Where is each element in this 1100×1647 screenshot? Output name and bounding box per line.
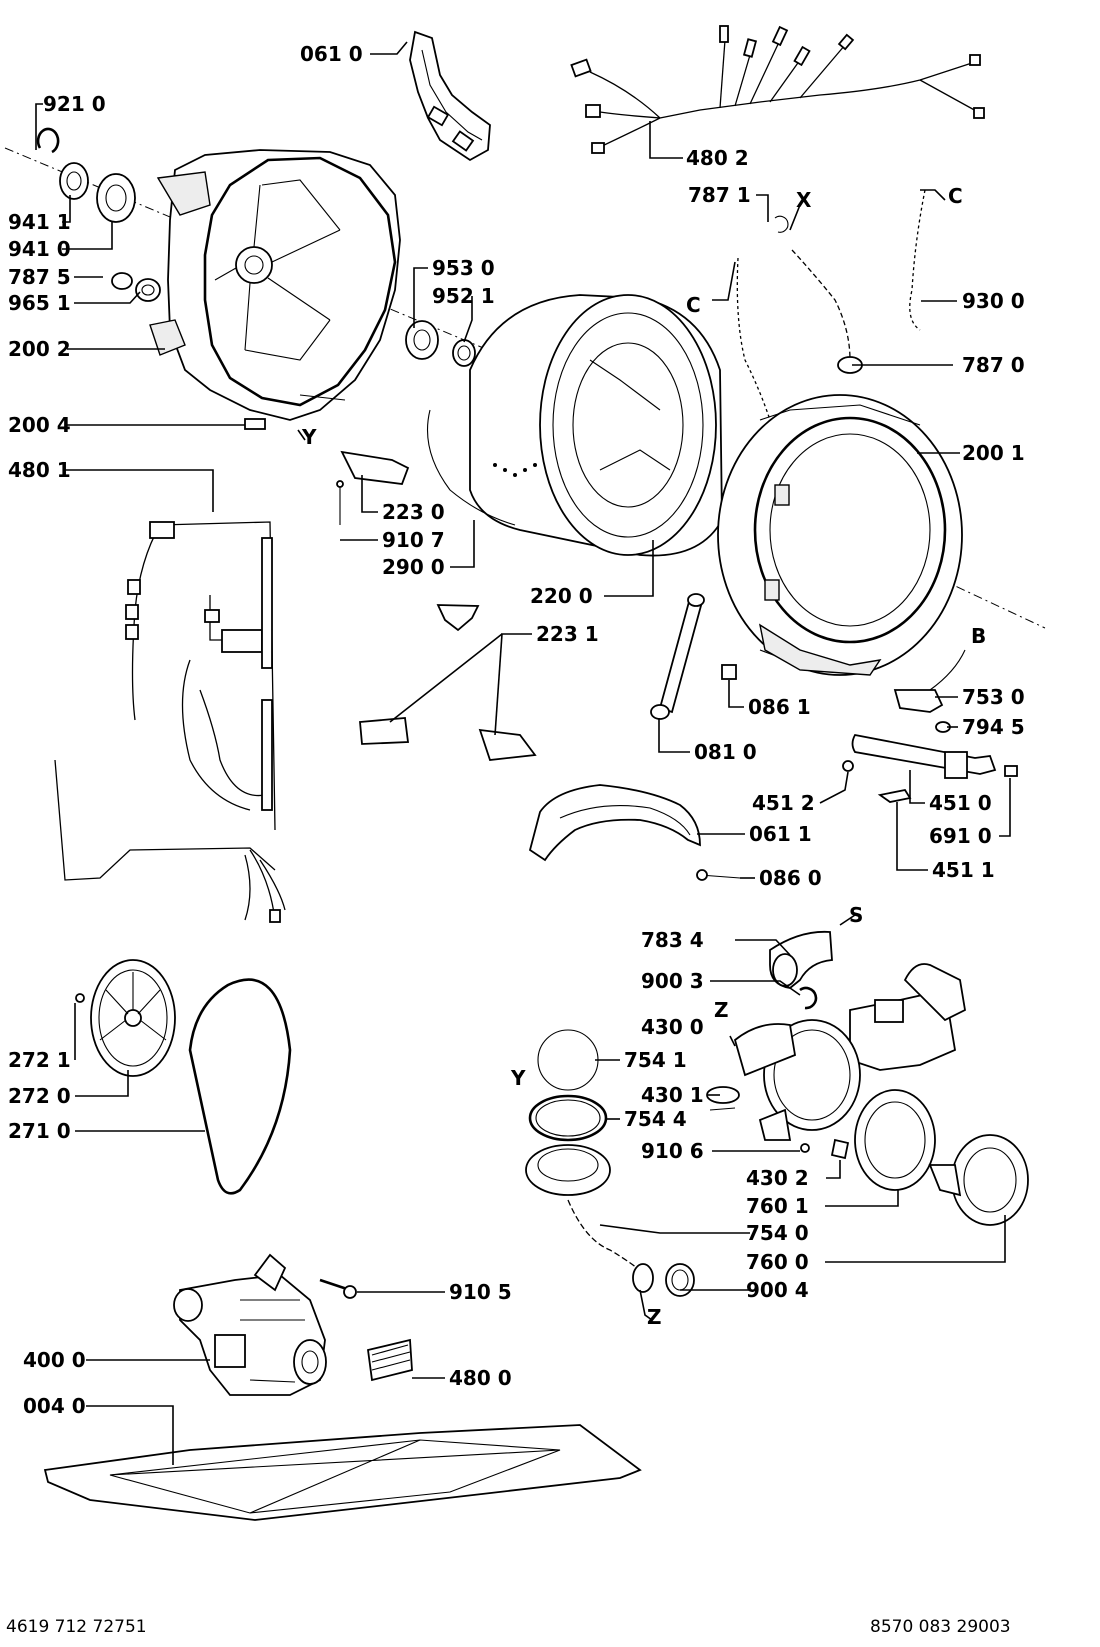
clip-200-4-drawing (244, 418, 266, 430)
callout-label: 061 1 (749, 822, 812, 846)
callout-label: 760 1 (746, 1194, 809, 1218)
wiring-harness-main-drawing (54, 521, 286, 923)
callout-label: 900 3 (641, 969, 704, 993)
leader-lines (35, 41, 1011, 1465)
callout-label: 004 0 (23, 1394, 86, 1418)
callout-label: 794 5 (962, 715, 1025, 739)
bellows-hose-drawing (774, 215, 863, 374)
callout-label: 086 0 (759, 866, 822, 890)
callout-label: 451 0 (929, 791, 992, 815)
callout-label: 223 0 (382, 500, 445, 524)
reference-letter: B (971, 624, 986, 648)
shaft-seals-drawing (405, 320, 476, 367)
callout-label: 200 4 (8, 413, 71, 437)
reference-letter: X (796, 188, 812, 212)
callout-label: 430 0 (641, 1015, 704, 1039)
shock-absorber-drawing (650, 593, 705, 720)
callout-label: 783 4 (641, 928, 704, 952)
front-tub-drawing (717, 394, 963, 676)
drain-pump-assembly-drawing (525, 930, 1029, 1297)
heater-element-drawing (842, 733, 1018, 803)
callout-label: 086 1 (748, 695, 811, 719)
reference-letter: S (849, 903, 863, 927)
callout-label: 691 0 (929, 824, 992, 848)
callout-label: 760 0 (746, 1250, 809, 1274)
footer-left-code: 4619 712 72751 (6, 1617, 147, 1637)
callout-label: 910 6 (641, 1139, 704, 1163)
bearing-rings-drawing (36, 127, 161, 302)
cable-tie-drawing (427, 409, 516, 526)
callout-label: 965 1 (8, 291, 71, 315)
callout-label: 787 5 (8, 265, 71, 289)
motor-drawing (173, 1253, 327, 1396)
callout-label: 451 1 (932, 858, 995, 882)
reference-letter: Z (647, 1305, 662, 1329)
callout-label: 753 0 (962, 685, 1025, 709)
callout-label: 061 0 (300, 42, 363, 66)
callout-label: 430 1 (641, 1083, 704, 1107)
screw-910-5-drawing (319, 1278, 357, 1299)
callout-label: 272 0 (8, 1084, 71, 1108)
reference-letter: C (948, 184, 963, 208)
callout-label: 921 0 (43, 92, 106, 116)
callout-label: 754 1 (624, 1048, 687, 1072)
callout-label: 290 0 (382, 555, 445, 579)
callout-label: 400 0 (23, 1348, 86, 1372)
reference-letters: X C C Y B S Z Y Z (301, 184, 986, 1329)
counterweight-front-drawing (528, 784, 741, 881)
callout-label: 200 1 (962, 441, 1025, 465)
callout-label: 941 0 (8, 237, 71, 261)
callout-label: 787 1 (688, 183, 751, 207)
callout-label: 787 0 (962, 353, 1025, 377)
callout-label: 953 0 (432, 256, 495, 280)
callout-label: 910 5 (449, 1280, 512, 1304)
callout-label: 754 0 (746, 1221, 809, 1245)
callout-label: 910 7 (382, 528, 445, 552)
callout-label: 220 0 (530, 584, 593, 608)
wiring-harness-top-drawing (570, 25, 985, 154)
callout-label: 480 1 (8, 458, 71, 482)
callout-label: 081 0 (694, 740, 757, 764)
callout-label: 480 0 (449, 1366, 512, 1390)
callout-label: 952 1 (432, 284, 495, 308)
callout-label: 272 1 (8, 1048, 71, 1072)
reference-letter: C (686, 293, 701, 317)
footer-right-code: 8570 083 29003 (870, 1617, 1011, 1637)
callout-labels: 061 0 921 0 480 2 941 1 941 0 787 1 787 … (8, 42, 1025, 1418)
reference-letter: Y (510, 1066, 526, 1090)
thermostat-bracket-drawing (893, 649, 966, 733)
callout-label: 271 0 (8, 1119, 71, 1143)
reference-letter: Y (301, 425, 317, 449)
callout-label: 930 0 (962, 289, 1025, 313)
springs-drawing (736, 189, 926, 421)
rear-tub-drawing (149, 149, 401, 421)
callout-label: 223 1 (536, 622, 599, 646)
pulley-and-belt-drawing (75, 959, 292, 1195)
callout-label: 430 2 (746, 1166, 809, 1190)
callout-label: 900 4 (746, 1278, 809, 1302)
bracket-086-1-drawing (721, 664, 737, 680)
connector-480-0-drawing (367, 1338, 413, 1382)
callout-label: 451 2 (752, 791, 815, 815)
counterweight-top-drawing (409, 30, 491, 162)
drum-lifters-drawing (336, 450, 537, 761)
callout-label: 200 2 (8, 337, 71, 361)
reference-letter: Z (714, 998, 729, 1022)
callout-label: 480 2 (686, 146, 749, 170)
drum-drawing (469, 294, 723, 557)
callout-label: 941 1 (8, 210, 71, 234)
base-plate-drawing (43, 1424, 642, 1521)
callout-label: 754 4 (624, 1107, 687, 1131)
